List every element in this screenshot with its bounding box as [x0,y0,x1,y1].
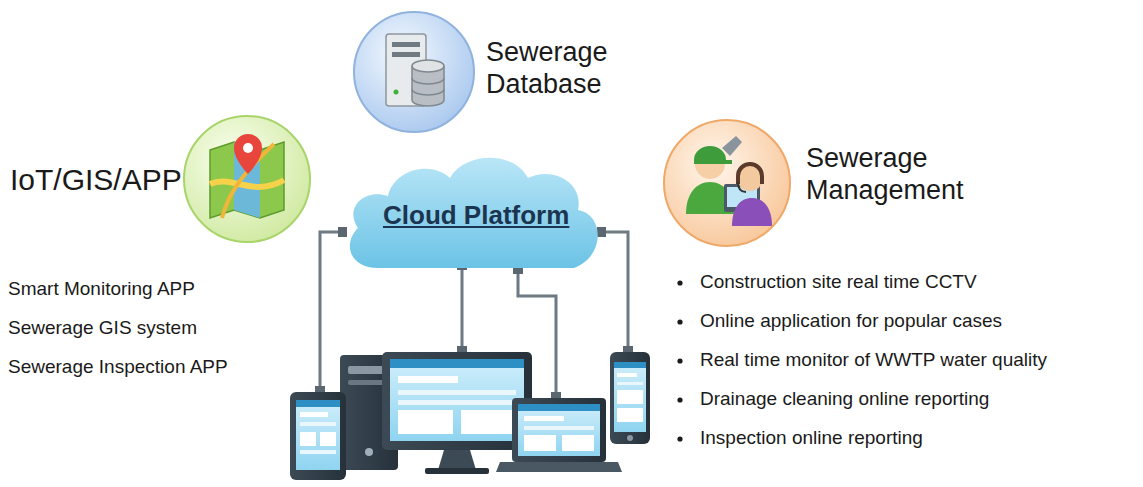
database-circle [352,10,486,144]
node-heading: Sewerage Management [806,142,1056,207]
app-item: Sewerage Inspection APP [8,356,228,378]
iot-circle: IoT/GIS/APP [10,114,325,248]
management-circle: Sewerage Management [662,118,1062,252]
tablet [290,392,346,480]
node-heading: IoT/GIS/APP [10,162,185,198]
management-item: Drainage cleaning online reporting [700,388,989,410]
management-item: Inspection online reporting [700,427,923,449]
management-item: Real time monitor of WWTP water quality [700,349,1047,371]
app-item: Sewerage GIS system [8,317,197,339]
iot-circle [182,114,316,248]
management-circle [662,118,796,252]
bullet-dot [677,280,682,441]
laptop [496,398,622,472]
cloud-title: Cloud Platform [383,200,569,231]
management-item: Online application for popular cases [700,310,1002,332]
app-item: Smart Monitoring APP [8,278,195,300]
node-heading: Sewerage Database [486,36,636,101]
database-circle: Sewerage Database [352,10,642,138]
cloud-shape: Cloud Platform [338,148,606,272]
desktop-monitor [382,352,532,474]
smartphone [610,352,650,444]
management-item: Construction site real time CCTV [700,271,977,293]
